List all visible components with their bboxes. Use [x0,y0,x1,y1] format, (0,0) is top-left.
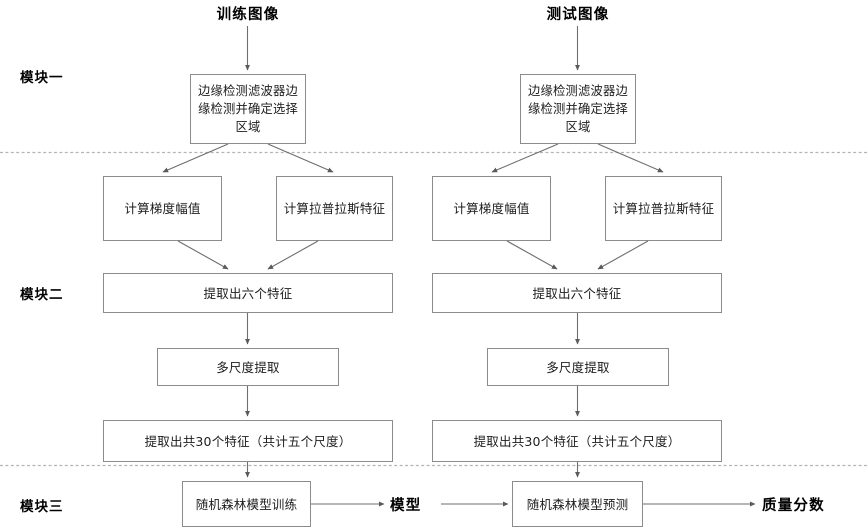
box-test-gradient [432,176,551,241]
label-test-edge-detection: 边缘检测滤波器边缘检测并确定选择区域 [528,84,628,134]
box-random-forest-prediction [512,481,643,527]
label-random-forest-prediction: 随机森林模型预测 [526,496,629,512]
box-train-multi-scale [157,348,339,386]
box-test-six-features [432,273,722,313]
box-test-laplacian [605,176,722,241]
arrow-test-edge-to-laplacian [597,143,664,173]
label-train-thirty-features: 提取出共30个特征（共计五个尺度） [144,433,352,449]
box-train-laplacian [276,176,393,241]
label-train-gradient: 计算梯度幅值 [124,201,201,216]
output-label-quality-score: 质量分数 [762,498,825,514]
module-label-two: 模块二 [20,287,64,303]
box-train-edge-detection [190,74,306,144]
label-test-laplacian: 计算拉普拉斯特征 [612,201,715,216]
arrow-train-laplacian-to-six [267,240,319,270]
arrow-test-gradient-to-six [506,240,558,270]
input-label-test-image: 测试图像 [546,7,610,23]
arrow-test-laplacian-to-six [597,240,649,270]
label-test-gradient: 计算梯度幅值 [453,201,530,216]
arrow-test-edge-to-gradient [491,143,559,173]
module-label-three: 模块三 [20,499,64,515]
output-label-model: 模型 [390,498,422,514]
box-test-multi-scale [487,348,669,386]
input-label-training-image: 训练图像 [216,7,280,23]
label-train-edge-detection: 边缘检测滤波器边缘检测并确定选择区域 [198,84,298,134]
box-train-six-features [103,273,393,313]
arrow-train-edge-to-gradient [162,143,229,173]
box-test-thirty-features [432,420,722,462]
label-test-thirty-features: 提取出共30个特征（共计五个尺度） [473,433,681,449]
box-train-gradient [103,176,222,241]
module-label-one: 模块一 [20,70,64,86]
box-test-edge-detection [520,74,636,144]
label-random-forest-training: 随机森林模型训练 [195,496,298,512]
box-train-thirty-features [103,420,393,462]
label-train-multi-scale: 多尺度提取 [216,359,280,375]
label-train-laplacian: 计算拉普拉斯特征 [283,201,386,216]
label-test-multi-scale: 多尺度提取 [546,359,610,375]
label-train-six-features: 提取出六个特征 [203,285,293,301]
label-test-six-features: 提取出六个特征 [532,285,622,301]
arrow-train-gradient-to-six [177,240,229,270]
arrow-train-edge-to-laplacian [267,143,334,173]
box-random-forest-training [182,481,311,527]
